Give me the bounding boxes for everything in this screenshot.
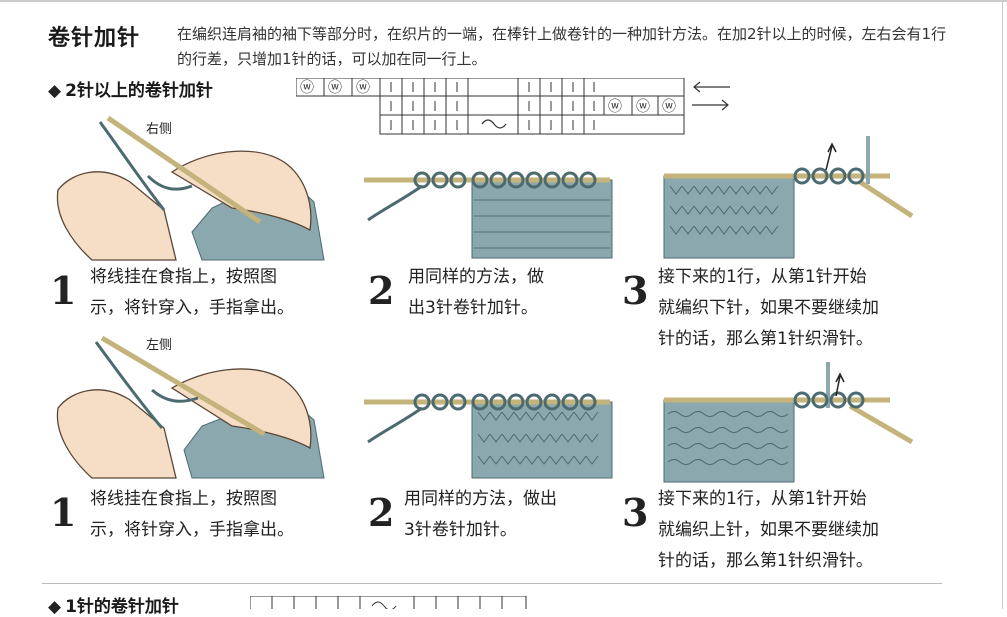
hand-illustration-right — [56, 115, 325, 261]
caption-line: 将线挂在食指上，按照图 — [90, 267, 277, 287]
svg-text:ⓦ: ⓦ — [662, 99, 676, 115]
stitch-chart-multi: ⓦ ⓦ ⓦ ⓦ ⓦ ⓦ — [296, 78, 730, 135]
section-heading-single: ◆1针的卷针加针 — [48, 592, 179, 617]
step-number-r1-3: 3 — [622, 268, 649, 313]
diamond-bullet-icon: ◆ — [48, 81, 62, 101]
caption-line: 用同样的方法，做 — [408, 267, 544, 287]
purl-illustration-step3-row2 — [663, 362, 914, 483]
caption-line: 接下来的1行，从第1针开始 — [658, 267, 867, 287]
caption-line: 就编织上针，如果不要继续加 — [658, 520, 879, 540]
side-label-left: 左侧 — [146, 338, 173, 353]
top-rule — [0, 0, 1007, 2]
caption-line: 3针卷针加针。 — [404, 520, 517, 540]
step-caption-r1-3: 接下来的1行，从第1针开始 就编织下针，如果不要继续加 针的话，那么第1针织滑针… — [658, 262, 879, 355]
step-number-r1-1: 1 — [50, 268, 77, 313]
caption-line: 将线挂在食指上，按照图 — [90, 489, 277, 509]
section-title-multi: 2针以上的卷针加针 — [65, 81, 213, 101]
step-caption-r1-1: 将线挂在食指上，按照图 示，将针穿入，手指拿出。 — [90, 262, 294, 324]
caption-line: 就编织下针，如果不要继续加 — [658, 298, 879, 318]
step-number-r2-1: 1 — [50, 490, 77, 535]
step-caption-r2-3: 接下来的1行，从第1针开始 就编织上针，如果不要继续加 针的话，那么第1针织滑针… — [658, 484, 879, 577]
diamond-bullet-icon: ◆ — [48, 597, 62, 617]
hand-illustration-left — [56, 335, 325, 479]
caption-line: 出3针卷针加针。 — [408, 298, 538, 318]
svg-text:ⓦ: ⓦ — [300, 80, 314, 96]
svg-text:ⓦ: ⓦ — [328, 80, 342, 96]
step-caption-r1-2: 用同样的方法，做 出3针卷针加针。 — [408, 262, 544, 324]
svg-text:ⓦ: ⓦ — [356, 80, 370, 96]
page-title: 卷针加针 — [48, 26, 141, 51]
step-number-r2-3: 3 — [622, 490, 649, 535]
knit-illustration-step3-row1 — [663, 136, 914, 259]
caption-line: 用同样的方法，做出 — [404, 489, 557, 509]
caption-line: 针的话，那么第1针织滑针。 — [658, 329, 873, 349]
caption-line: 示，将针穿入，手指拿出。 — [90, 298, 294, 318]
svg-text:ⓦ: ⓦ — [636, 99, 650, 115]
step-caption-r2-1: 将线挂在食指上，按照图 示，将针穿入，手指拿出。 — [90, 484, 294, 546]
step-number-r1-2: 2 — [368, 268, 395, 313]
step-number-r2-2: 2 — [368, 490, 395, 535]
section-divider — [42, 583, 942, 584]
side-label-right: 右侧 — [146, 122, 173, 137]
stitch-chart-single — [250, 596, 527, 609]
cast-on-illustration-step2-row1 — [364, 171, 613, 259]
caption-line: 针的话，那么第1针织滑针。 — [658, 551, 873, 571]
section-title-single: 1针的卷针加针 — [65, 597, 179, 617]
section-heading-multi: ◆2针以上的卷针加针 — [48, 76, 213, 101]
svg-text:ⓦ: ⓦ — [608, 99, 622, 115]
right-rule — [1002, 0, 1003, 609]
step-caption-r2-2: 用同样的方法，做出 3针卷针加针。 — [404, 484, 557, 546]
cast-on-illustration-step2-row2 — [364, 393, 613, 479]
caption-line: 示，将针穿入，手指拿出。 — [90, 520, 294, 540]
caption-line: 接下来的1行，从第1针开始 — [658, 489, 867, 509]
intro-paragraph: 在编织连肩袖的袖下等部分时，在织片的一端，在棒针上做卷针的一种加针方法。在加2针… — [177, 25, 947, 68]
